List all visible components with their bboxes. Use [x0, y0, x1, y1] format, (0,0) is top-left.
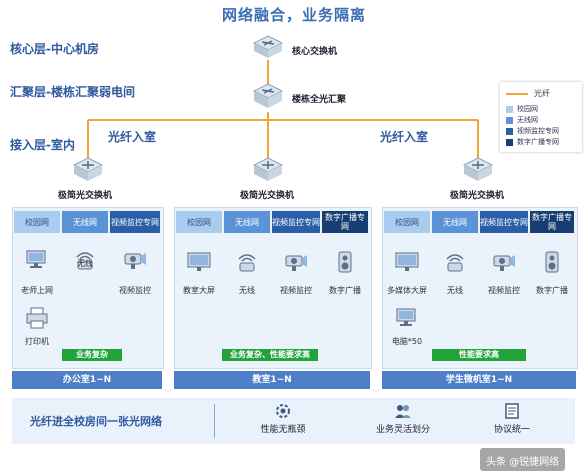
- column-header: 数字广播专网: [322, 211, 368, 233]
- item-label: 教室大屏: [183, 286, 215, 295]
- aggregation-switch-icon: [252, 82, 284, 116]
- zone-footer: 办公室1~N: [12, 371, 162, 389]
- core-layer-label: 核心层-中心机房: [10, 42, 99, 56]
- legend-item: 校园网: [506, 104, 538, 114]
- legend-label: 数字广播专网: [517, 138, 559, 146]
- item-label: 数字广播: [536, 286, 568, 295]
- legend-swatch: [506, 127, 513, 135]
- fiber-label-2: 光纤入室: [380, 130, 429, 144]
- fiber-label-1: 光纤入室: [108, 130, 157, 144]
- gear-icon: [274, 403, 292, 423]
- summary-title: 光纤进全校房间一张光网络: [30, 415, 162, 428]
- speaker-icon: [332, 250, 358, 274]
- item-label: 老师上网: [21, 286, 53, 295]
- camera-icon: [283, 250, 309, 274]
- column-header: 视频监控专网: [272, 211, 320, 233]
- column-header: 数字广播专网: [530, 211, 574, 233]
- legend-label: 视频监控专网: [517, 127, 559, 135]
- zone-tag: 性能要求高: [432, 349, 526, 361]
- feature-label: 性能无瓶颈: [260, 425, 306, 435]
- legend-item: 无线网: [506, 115, 538, 125]
- access-switch-icon: [72, 156, 104, 188]
- zone-office: [12, 207, 164, 369]
- wifi-ap-icon: [442, 250, 468, 274]
- zone-footer: 教室1~N: [174, 371, 370, 389]
- fiber-line-swatch: [506, 92, 528, 95]
- diagram-title: 网络融合，业务隔离: [221, 6, 366, 24]
- summary-divider: [214, 404, 215, 438]
- access-switch-label: 极简光交换机: [450, 191, 505, 201]
- item-label: 视频监控: [488, 286, 520, 295]
- legend-item: 数字广播专网: [506, 137, 559, 147]
- column-header: 视频监控专网: [480, 211, 528, 233]
- zone-tag: 业务复杂、性能要求高: [222, 349, 318, 361]
- core-switch-label: 核心交换机: [292, 47, 338, 57]
- item-label: 视频监控: [280, 286, 312, 295]
- legend: 光纤 校园网 无线网 视频监控专网 数字广播专网: [500, 82, 582, 152]
- screen-icon: [394, 250, 420, 274]
- legend-fiber: 光纤: [506, 88, 550, 99]
- item-label: 无线: [239, 286, 255, 295]
- legend-item: 视频监控专网: [506, 126, 559, 136]
- item-label: 电脑*50: [391, 337, 423, 346]
- column-header: 视频监控专网: [110, 211, 160, 233]
- item-label: 数字广播: [329, 286, 361, 295]
- document-icon: [504, 403, 520, 423]
- zone-computer-lab: [382, 207, 578, 369]
- wifi-ap-icon: [72, 248, 98, 272]
- legend-label: 校园网: [517, 105, 538, 113]
- watermark-text: 头条 @锐捷网络: [486, 457, 560, 468]
- legend-swatch: [506, 116, 513, 124]
- access-switch-label: 极简光交换机: [58, 191, 113, 201]
- aggregation-switch-label: 楼栋全光汇聚: [292, 95, 347, 105]
- access-switch-icon: [252, 156, 284, 188]
- column-header: 无线网: [432, 211, 478, 233]
- column-header: 无线网: [62, 211, 108, 233]
- legend-swatch: [506, 105, 513, 113]
- column-header: 无线网: [224, 211, 270, 233]
- column-header: 校园网: [14, 211, 60, 233]
- users-icon: [394, 403, 412, 423]
- wifi-ap-icon: [234, 250, 260, 274]
- summary-band: [12, 398, 575, 444]
- core-switch-icon: [252, 34, 284, 64]
- feature-label: 业务灵活划分: [375, 425, 430, 435]
- screen-icon: [186, 250, 212, 274]
- zone-classroom: [174, 207, 372, 369]
- pc-icon: [24, 248, 50, 272]
- pc-icon: [394, 306, 420, 330]
- legend-swatch: [506, 138, 513, 146]
- printer-icon: [24, 306, 50, 330]
- column-header: 校园网: [384, 211, 430, 233]
- item-label: 视频监控: [119, 286, 151, 295]
- item-label: 无线: [77, 259, 93, 268]
- item-label: 打印机: [25, 337, 49, 346]
- speaker-icon: [539, 250, 565, 274]
- column-header: 校园网: [176, 211, 222, 233]
- camera-icon: [122, 248, 148, 272]
- legend-fiber-label: 光纤: [534, 89, 550, 98]
- item-label: 多媒体大屏: [387, 286, 427, 295]
- access-switch-label: 极简光交换机: [240, 191, 295, 201]
- item-label: 无线: [447, 286, 463, 295]
- watermark: 头条 @锐捷网络: [480, 448, 566, 471]
- camera-icon: [491, 250, 517, 274]
- feature-label: 协议统一: [493, 425, 530, 435]
- access-switch-icon: [462, 156, 494, 188]
- legend-label: 无线网: [517, 116, 538, 124]
- zone-footer: 学生微机室1~N: [382, 371, 576, 389]
- zone-tag: 业务复杂: [62, 349, 122, 361]
- aggregation-layer-label: 汇聚层-楼栋汇聚弱电间: [10, 85, 135, 99]
- access-layer-label: 接入层-室内: [10, 138, 75, 152]
